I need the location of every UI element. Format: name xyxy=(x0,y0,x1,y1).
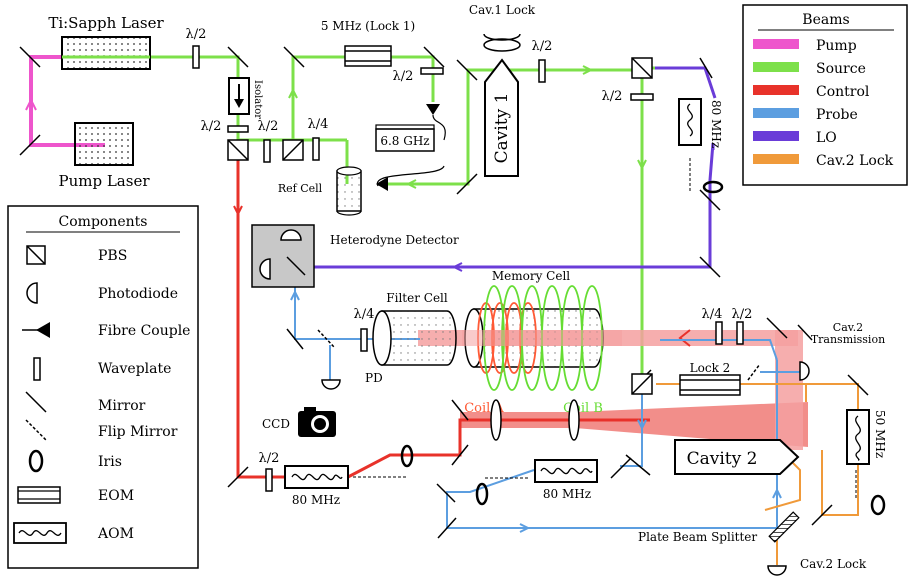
svg-text:Source: Source xyxy=(816,61,866,77)
isolator-label: Isolator xyxy=(252,80,263,119)
ti-sapph-laser xyxy=(61,36,151,70)
lo-beam xyxy=(295,66,717,272)
svg-text:LO: LO xyxy=(816,130,837,146)
svg-text:Beams: Beams xyxy=(802,12,849,28)
iris-icon xyxy=(28,449,44,473)
svg-text:Control: Control xyxy=(816,84,870,100)
plate-beam-splitter xyxy=(768,511,800,543)
filter-cell xyxy=(372,310,457,366)
svg-text:λ/4: λ/4 xyxy=(702,307,723,322)
filter-cell-label: Filter Cell xyxy=(386,291,448,305)
waveplate-icon xyxy=(33,357,41,381)
heterodyne-detector xyxy=(251,224,315,288)
svg-text:EOM: EOM xyxy=(98,488,134,504)
cav2-transmission-label-1: Cav.2 xyxy=(833,321,863,334)
ti-sapph-laser-label: Ti:Sapph Laser xyxy=(48,14,164,32)
pbs xyxy=(227,57,653,395)
svg-text:PBS: PBS xyxy=(98,248,127,264)
aom-50 xyxy=(846,409,870,465)
cavity-1-label: Cavity 1 xyxy=(492,93,512,164)
memory-cell-label: Memory Cell xyxy=(492,269,570,283)
aom-icon xyxy=(13,522,67,544)
aom-lo xyxy=(678,98,702,146)
lens xyxy=(490,399,580,441)
svg-text:Fibre Couple: Fibre Couple xyxy=(98,323,190,339)
svg-text:λ/2: λ/2 xyxy=(602,89,623,104)
photodiode-icon xyxy=(26,282,38,304)
svg-text:λ/2: λ/2 xyxy=(732,307,753,322)
pbs-icon xyxy=(26,245,46,265)
eom-lock2 xyxy=(679,374,741,396)
svg-text:λ/2: λ/2 xyxy=(259,451,280,466)
waveplate-labels: λ/2 λ/2 λ/2 λ/4 λ/2 λ/2 λ/2 λ/4 λ/4 λ/2 … xyxy=(186,27,753,466)
mirror-icon xyxy=(25,391,47,413)
svg-text:λ/2: λ/2 xyxy=(258,119,279,134)
svg-text:Probe: Probe xyxy=(816,107,858,123)
eom-lock1 xyxy=(344,45,392,67)
ref-cell-label: Ref Cell xyxy=(278,182,323,195)
heterodyne-detector-label: Heterodyne Detector xyxy=(330,233,459,247)
svg-text:Cav.2 Lock: Cav.2 Lock xyxy=(816,153,894,169)
svg-text:λ/2: λ/2 xyxy=(532,39,553,54)
cav2-lock-label: Cav.2 Lock xyxy=(800,557,867,571)
svg-text:λ/2: λ/2 xyxy=(393,69,414,84)
flip-mirror xyxy=(317,329,761,381)
pump-laser xyxy=(74,122,134,166)
svg-text:AOM: AOM xyxy=(97,526,134,542)
cav2-transmission-pd xyxy=(799,361,810,381)
aom-lo-label: 80 MHz xyxy=(709,100,723,148)
cav1-lock-label: Cav.1 Lock xyxy=(469,3,536,17)
components-legend: Components PBS Photodiode Fibre Couple W… xyxy=(7,205,199,569)
svg-text:Waveplate: Waveplate xyxy=(98,361,171,377)
iris xyxy=(400,180,886,516)
lock1-label: 5 MHz (Lock 1) xyxy=(321,19,415,33)
aom-50-label: 50 MHz xyxy=(873,410,887,458)
ccd-camera-icon xyxy=(298,407,336,437)
cav2-transmission-label-2: Transmission xyxy=(811,333,885,346)
aom-probe-label: 80 MHz xyxy=(543,487,591,501)
cavity-2 xyxy=(674,439,800,475)
aom-control-label: 80 MHz xyxy=(292,493,340,507)
svg-text:Photodiode: Photodiode xyxy=(98,286,178,302)
control-focus-beam xyxy=(460,402,808,447)
beams-legend: Beams Pump Source Control Probe LO Cav.2… xyxy=(742,4,908,186)
plate-beam-splitter-label: Plate Beam Splitter xyxy=(638,530,757,544)
cavity-2-label: Cavity 2 xyxy=(687,449,758,469)
fibre-couple xyxy=(376,104,446,191)
svg-text:λ/4: λ/4 xyxy=(354,307,375,322)
eom-icon xyxy=(17,486,61,504)
waveplate xyxy=(192,45,744,492)
memory-beam-overlay xyxy=(462,330,622,346)
cav2-lock-pd xyxy=(767,565,787,576)
cavity-1 xyxy=(483,33,521,177)
ccd-label: CCD xyxy=(262,417,290,431)
svg-text:Components: Components xyxy=(59,214,148,230)
pd-label: PD xyxy=(365,371,383,385)
svg-text:Mirror: Mirror xyxy=(98,398,146,414)
aom-probe xyxy=(534,459,598,483)
fibre-couple-icon xyxy=(22,322,50,338)
svg-text:Pump: Pump xyxy=(816,38,857,54)
svg-text:λ/4: λ/4 xyxy=(308,117,329,132)
aom-control xyxy=(284,465,349,489)
ref-cell xyxy=(336,166,362,216)
photodiode-pd xyxy=(321,379,341,390)
pump-laser-label: Pump Laser xyxy=(59,172,151,190)
eom-6-8-ghz xyxy=(375,124,435,152)
svg-text:λ/2: λ/2 xyxy=(186,27,207,42)
svg-text:Iris: Iris xyxy=(98,454,122,470)
pump-beam xyxy=(25,55,105,147)
svg-text:λ/2: λ/2 xyxy=(201,119,222,134)
isolator xyxy=(228,77,250,115)
ghz-label: 6.8 GHz xyxy=(380,134,429,148)
svg-text:Flip Mirror: Flip Mirror xyxy=(98,424,178,440)
lock2-label: Lock 2 xyxy=(690,361,731,375)
